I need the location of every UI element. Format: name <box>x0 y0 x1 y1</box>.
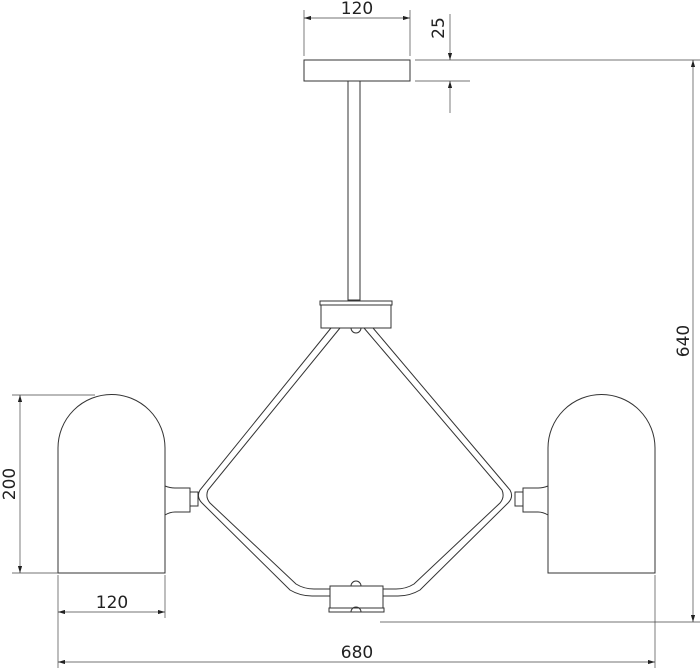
bottom-knob <box>350 580 362 587</box>
bottom-hub <box>329 585 384 609</box>
total-width-label: 680 <box>341 643 373 663</box>
lamp-body <box>57 59 656 613</box>
canopy <box>303 59 411 82</box>
shade-height-label: 200 <box>0 468 20 500</box>
rod <box>347 80 361 301</box>
dimension-lines <box>12 10 700 668</box>
hub-top-plate <box>319 300 393 306</box>
right-arm <box>372 327 513 597</box>
hub-knob <box>350 327 362 334</box>
left-shade <box>57 394 166 574</box>
canopy-height-label: 25 <box>429 17 449 39</box>
left-connector <box>164 485 191 516</box>
left-arm <box>197 327 332 597</box>
shade-width-label: 120 <box>96 593 128 613</box>
canopy-width-label: 120 <box>341 0 373 19</box>
right-connector <box>522 485 549 516</box>
top-hub <box>320 304 392 329</box>
right-shade <box>547 394 656 574</box>
total-height-label: 640 <box>674 325 694 357</box>
